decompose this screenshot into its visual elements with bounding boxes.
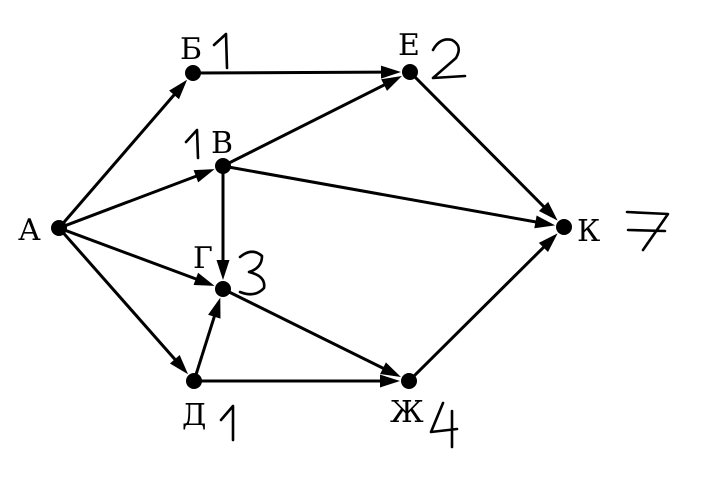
node-label-V: В <box>211 126 233 161</box>
arrowhead-V-E <box>381 76 402 91</box>
arrowhead-A-B <box>169 79 188 100</box>
arrowhead-ZH-K <box>538 233 558 253</box>
node-K <box>556 219 572 235</box>
handwritten-note-ZH <box>429 401 459 449</box>
handwritten-note-G <box>238 250 266 296</box>
node-V <box>215 158 231 174</box>
node-ZH <box>401 373 417 389</box>
edge-B-E <box>194 70 392 75</box>
edge-ZH-K <box>409 239 552 381</box>
arrowhead-D-G <box>208 297 221 319</box>
arrowhead-A-V <box>193 169 215 183</box>
arrowhead-B-E <box>380 65 402 79</box>
edge-A-B <box>59 86 182 228</box>
edge-A-G <box>60 227 206 284</box>
node-D <box>186 373 202 389</box>
arrowhead-G-ZH <box>380 362 401 378</box>
edge-A-V <box>60 171 206 229</box>
arrowhead-A-G <box>193 272 215 286</box>
node-E <box>402 64 418 80</box>
edge-A-D <box>59 228 183 368</box>
node-B <box>185 65 201 81</box>
arrowhead-V-K <box>534 215 556 229</box>
node-A <box>51 220 67 236</box>
node-label-D: Д <box>182 398 206 433</box>
edge-D-G <box>193 306 219 380</box>
arrowhead-D-ZH <box>380 374 400 388</box>
handwritten-note-E <box>431 38 467 80</box>
edge-E-K <box>410 72 552 215</box>
handwritten-note-K <box>625 210 670 252</box>
edges-layer <box>59 65 558 388</box>
node-label-G: Г <box>193 241 213 276</box>
node-G <box>215 281 231 297</box>
node-label-K: К <box>577 214 600 249</box>
node-label-B: Б <box>180 32 202 67</box>
edge-G-ZH <box>224 288 393 374</box>
handwritten-note-B <box>212 32 229 70</box>
node-label-A: А <box>18 213 41 248</box>
node-label-E: Е <box>398 28 420 63</box>
edge-V-K <box>224 164 546 226</box>
node-label-ZH: Ж <box>390 395 424 430</box>
arrowhead-E-K <box>538 201 558 221</box>
arrowhead-A-D <box>169 354 189 375</box>
handwritten-note-D <box>219 404 235 442</box>
nodes-layer <box>51 64 572 389</box>
arrowhead-V-G <box>216 260 230 280</box>
edge-V-E <box>224 79 394 167</box>
handwritten-note-V <box>184 128 200 160</box>
